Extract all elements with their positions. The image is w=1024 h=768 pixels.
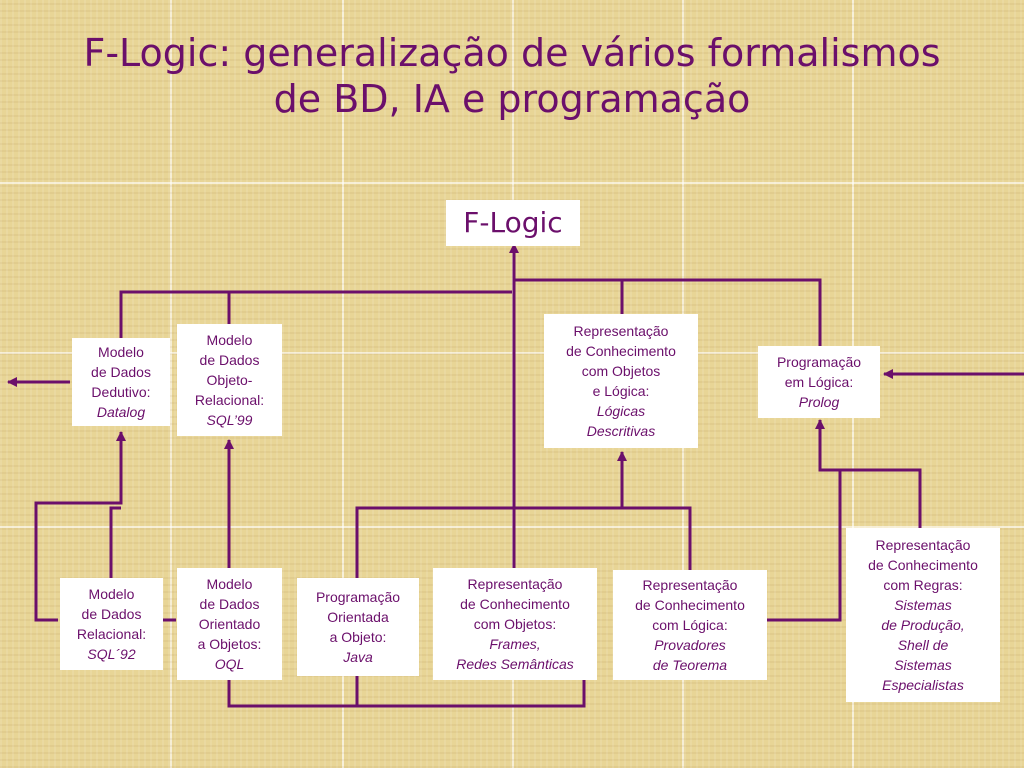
node-flogic: F-Logic — [446, 200, 580, 246]
node-example: Frames, — [489, 636, 541, 652]
connector-right-to-flogic — [514, 278, 822, 346]
node-modelo-objeto-relacional: Modelo de Dados Objeto- Relacional: SQL’… — [177, 324, 282, 436]
node-example: Sistemas — [894, 597, 952, 613]
node-example: de Produção, — [881, 617, 965, 633]
node-line: com Objetos — [581, 363, 661, 379]
node-example: Redes Semânticas — [456, 656, 574, 672]
node-line: Objeto- — [206, 372, 253, 388]
node-line: Representação — [573, 323, 669, 339]
connector-teorema-to-prolog — [760, 468, 842, 622]
node-modelo-relacional: Modelo de Dados Relacional: SQL´92 — [60, 578, 163, 670]
node-line: Modelo — [206, 332, 253, 348]
connector-oql-java-bottom — [227, 678, 586, 708]
connector-relacional-to-dedutivo — [34, 431, 126, 622]
connector-frames-teorema — [512, 506, 692, 570]
node-line: e Lógica: — [592, 383, 650, 399]
node-rc-objetos-logica: Representação de Conhecimento com Objeto… — [544, 314, 698, 448]
node-example: Provadores — [654, 637, 726, 653]
node-line: Representação — [642, 577, 738, 593]
slide-title: F-Logic: generalização de vários formali… — [0, 30, 1024, 122]
node-line: Representação — [875, 537, 971, 553]
node-example: SQL´92 — [87, 646, 136, 662]
node-line: Dedutivo: — [91, 384, 151, 400]
node-example: Shell de — [897, 637, 949, 653]
node-rc-logica: Representação de Conhecimento com Lógica… — [613, 570, 767, 680]
node-line: a Objeto: — [329, 629, 387, 645]
node-example: Sistemas — [894, 657, 952, 673]
node-example: SQL’99 — [206, 412, 253, 428]
node-example: Java — [343, 649, 373, 665]
node-line: Relacional: — [76, 626, 147, 642]
node-line: de Conhecimento — [635, 597, 745, 613]
connector-dedutivo-to-flogic — [119, 290, 512, 338]
connector-regras-to-prolog — [815, 419, 922, 528]
node-modelo-orientado-objetos: Modelo de Dados Orientado a Objetos: OQL — [177, 568, 282, 680]
node-programacao-logica: Programação em Lógica: Prolog — [758, 346, 880, 418]
node-line: de Conhecimento — [868, 557, 978, 573]
node-example: Especialistas — [882, 677, 964, 693]
node-line: Modelo — [206, 576, 253, 592]
node-flogic-label: F-Logic — [463, 206, 563, 239]
node-line: de Dados — [199, 596, 260, 612]
node-example: Datalog — [96, 404, 146, 420]
node-line: em Lógica: — [784, 374, 854, 390]
node-modelo-dedutivo: Modelo de Dados Dedutivo: Datalog — [72, 338, 170, 426]
node-example: Descritivas — [586, 423, 656, 439]
node-line: Orientado — [198, 616, 261, 632]
node-example: OQL — [214, 656, 245, 672]
node-line: de Dados — [91, 364, 151, 380]
node-line: Programação — [315, 589, 401, 605]
node-line: de Conhecimento — [460, 596, 570, 612]
node-line: Modelo — [88, 586, 135, 602]
node-rc-regras: Representação de Conhecimento com Regras… — [846, 528, 1000, 702]
node-line: de Conhecimento — [566, 343, 676, 359]
node-line: Modelo — [98, 344, 144, 360]
node-line: a Objetos: — [197, 636, 262, 652]
node-line: Representação — [467, 576, 563, 592]
node-line: com Objetos: — [473, 616, 557, 632]
node-line: com Lógica: — [652, 617, 728, 633]
node-line: Relacional: — [194, 392, 265, 408]
node-example: de Teorema — [652, 657, 728, 673]
node-line: de Dados — [199, 352, 260, 368]
node-line: Programação — [776, 354, 862, 370]
node-example: Prolog — [798, 394, 840, 410]
node-rc-objetos: Representação de Conhecimento com Objeto… — [433, 568, 597, 680]
node-line: com Regras: — [883, 577, 963, 593]
node-line: Orientada — [327, 609, 389, 625]
node-programacao-oo: Programação Orientada a Objeto: Java — [297, 578, 419, 676]
title-line-2: de BD, IA e programação — [273, 77, 751, 121]
node-line: de Dados — [81, 606, 142, 622]
node-example: Lógicas — [596, 403, 646, 419]
title-line-1: F-Logic: generalização de vários formali… — [83, 31, 941, 75]
connector-java-to-flogic — [355, 243, 519, 578]
